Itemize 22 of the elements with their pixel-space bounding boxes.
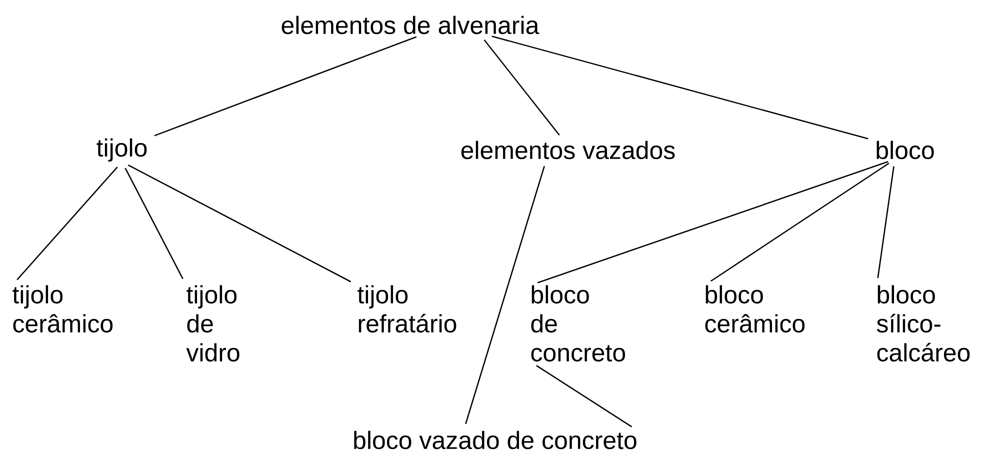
- tree-label: bloco: [876, 140, 934, 160]
- connector-line: [128, 164, 352, 282]
- connector-line: [154, 36, 417, 136]
- connector-line: [537, 161, 888, 284]
- connector-line: [484, 39, 560, 136]
- tree-label: bloco sílico-calcáreo: [876, 285, 970, 362]
- tree-label: bloco vazado de concreto: [354, 430, 636, 450]
- connector-line: [877, 166, 894, 278]
- tree-label: tijolo refratário: [358, 285, 456, 333]
- connector-line: [16, 166, 118, 280]
- tree-label: tijolo de vidro: [186, 285, 240, 362]
- tree-label: tijolo cerâmico: [12, 285, 113, 333]
- connector-line: [710, 162, 890, 282]
- tree-label: tijolo: [96, 138, 147, 162]
- tree-label: bloco cerâmico: [705, 285, 805, 333]
- connector-line: [536, 365, 632, 428]
- tree-label: elementos vazados: [461, 140, 675, 160]
- connector-line: [492, 36, 868, 140]
- tree-label: elementos de alvenaria: [282, 16, 540, 34]
- connector-line: [124, 168, 184, 280]
- tree-label: bloco de concreto: [531, 285, 626, 362]
- connector-line: [465, 166, 545, 424]
